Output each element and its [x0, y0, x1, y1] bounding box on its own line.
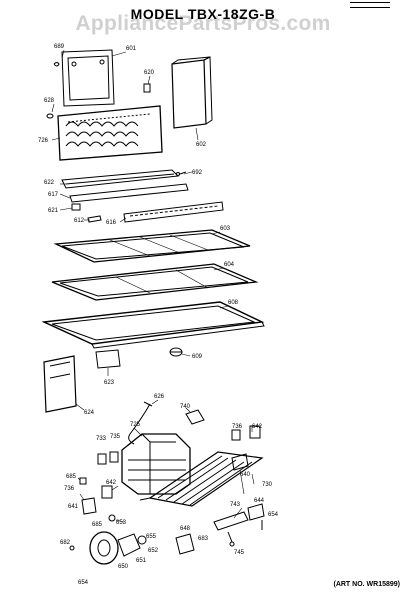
part-label: 626 [154, 394, 165, 400]
tube-626 [128, 401, 153, 445]
part-644 [247, 503, 265, 521]
part-label: 653 [116, 520, 127, 526]
panel-624 [43, 355, 77, 413]
part-label: 726 [38, 138, 49, 144]
fan-motor [89, 531, 147, 565]
shelf-603 [53, 229, 251, 263]
part-735 [109, 451, 119, 463]
part-label: 641 [68, 504, 79, 510]
part-label: 650 [118, 564, 129, 570]
part-label: 601 [126, 46, 137, 52]
part-label: 617 [48, 192, 59, 198]
page-title: MODEL TBX-18ZG-B [130, 6, 276, 22]
screw-682 [69, 545, 75, 551]
art-number: (ART NO. WR15899) [333, 581, 400, 588]
part-label: 654 [78, 580, 89, 586]
part-label: 644 [254, 498, 265, 504]
part-label: 655 [146, 534, 157, 540]
rail-616 [123, 201, 224, 223]
part-label: 628 [44, 98, 55, 104]
part-label: 736 [64, 486, 75, 492]
part-label: 745 [234, 550, 245, 556]
part-label: 743 [230, 502, 241, 508]
part-label: 692 [192, 170, 203, 176]
part-642-lower [101, 485, 113, 499]
part-label: 652 [148, 548, 159, 554]
part-label: 602 [196, 142, 207, 148]
part-label: 621 [48, 208, 59, 214]
part-label: 651 [136, 558, 147, 564]
part-609 [169, 347, 183, 357]
part-685-upper [79, 477, 87, 485]
part-label: 685 [66, 474, 77, 480]
watermark-text: AppliancePartsPros.com [75, 12, 331, 35]
part-label: 682 [60, 540, 71, 546]
rail-612 [87, 215, 102, 223]
part-label: 622 [44, 180, 55, 186]
part-label: 604 [224, 262, 235, 268]
part-648 [175, 533, 195, 555]
freezer-door-liner [61, 49, 115, 107]
part-736-upper [231, 429, 241, 441]
bracket-743 [213, 511, 249, 531]
bracket-740 [185, 409, 205, 425]
part-label: 642 [106, 480, 117, 486]
clip-689 [53, 62, 60, 67]
part-label: 624 [84, 410, 95, 416]
pan-608 [41, 301, 265, 349]
control-housing [171, 56, 213, 129]
part-733 [97, 453, 107, 465]
part-745 [227, 531, 235, 547]
part-642-upper [249, 425, 261, 439]
drain-trough [61, 169, 180, 189]
part-label: 689 [54, 44, 65, 50]
part-640 [231, 453, 249, 471]
part-label: 740 [180, 404, 191, 410]
part-683 [108, 514, 116, 522]
corner-mark [350, 2, 390, 8]
shelf-604 [51, 263, 259, 301]
part-641 [81, 497, 97, 515]
part-label: 733 [96, 436, 107, 442]
part-label: 623 [104, 380, 115, 386]
part-label: 603 [220, 226, 231, 232]
part-label: 620 [144, 70, 155, 76]
leader-lines [51, 49, 255, 523]
part-label: 654 [268, 512, 279, 518]
bracket-620 [143, 83, 151, 93]
part-label: 730 [262, 482, 273, 488]
part-label: 736 [232, 424, 243, 430]
part-label: 616 [106, 220, 117, 226]
part-label: 612 [74, 218, 85, 224]
part-623 [95, 349, 121, 369]
part-label: 683 [198, 536, 209, 542]
part-label: 608 [228, 300, 239, 306]
part-label: 685 [92, 522, 103, 528]
part-692 [176, 171, 187, 176]
part-label: 640 [240, 472, 251, 478]
clip-628 [46, 113, 54, 119]
part-labels: 689 601 620 628 726 602 622 692 617 621 … [38, 44, 279, 586]
bracket-617 [69, 183, 189, 203]
part-label: 609 [192, 354, 203, 360]
bracket-621 [71, 203, 81, 211]
part-label: 735 [110, 434, 121, 440]
part-label: 642 [252, 424, 263, 430]
part-label: 725 [130, 422, 141, 428]
evaporator-coil [57, 105, 163, 161]
part-label: 648 [180, 526, 191, 532]
